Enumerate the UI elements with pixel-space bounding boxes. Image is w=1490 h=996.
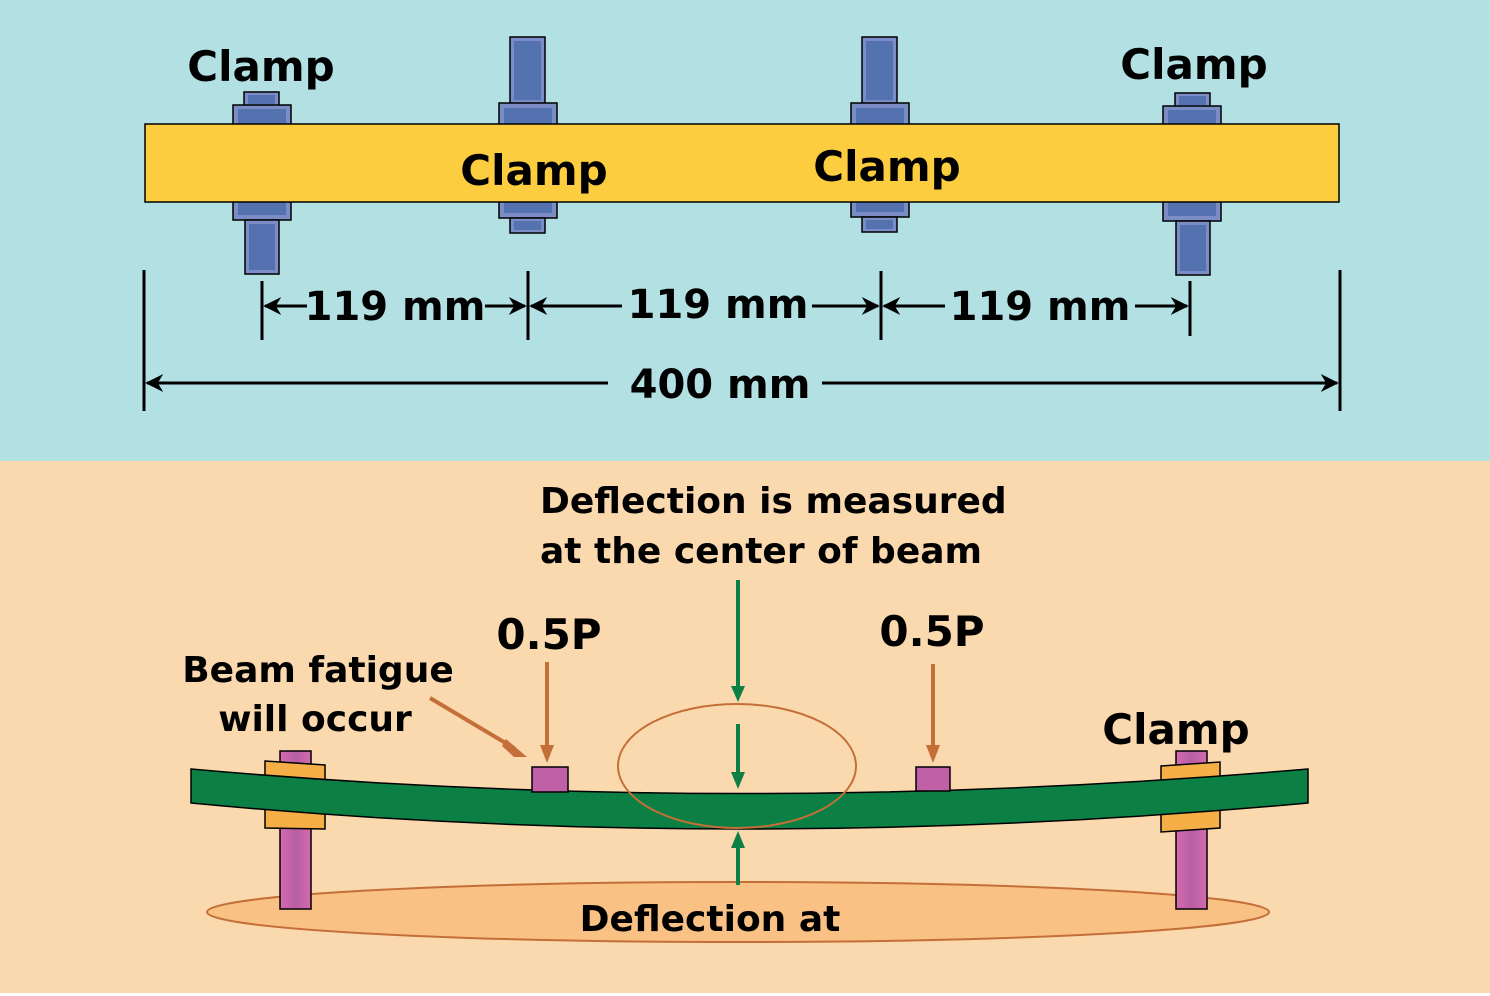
clamp-label-3: Clamp bbox=[813, 142, 960, 191]
load-arrow-left bbox=[540, 662, 554, 763]
clamp-label-4: Clamp bbox=[1120, 40, 1267, 89]
top-clamp-4 bbox=[1162, 92, 1222, 276]
base-label: Deflection at bbox=[580, 899, 841, 940]
span-2-label: 119 mm bbox=[628, 282, 809, 328]
load-block-right bbox=[915, 766, 951, 792]
span-3-label: 119 mm bbox=[950, 284, 1131, 330]
load-label-right: 0.5P bbox=[879, 607, 984, 656]
bottom-clamp-label: Clamp bbox=[1102, 705, 1249, 754]
base-ellipse bbox=[207, 882, 1269, 942]
clamp-label-2: Clamp bbox=[460, 146, 607, 195]
clamp-label-1: Clamp bbox=[187, 42, 334, 91]
dimension-lines bbox=[142, 270, 1342, 411]
top-clamp-2 bbox=[498, 36, 558, 234]
fatigue-note-line-1: Beam fatigue bbox=[182, 650, 454, 691]
deflection-arrow-up bbox=[731, 831, 745, 885]
top-clamp-1 bbox=[232, 91, 292, 275]
load-block-left bbox=[531, 766, 569, 793]
deflection-arrow-down bbox=[731, 724, 745, 789]
top-beam bbox=[144, 123, 1340, 203]
top-clamp-3 bbox=[850, 36, 910, 233]
fatigue-note-line-2: will occur bbox=[218, 699, 412, 740]
measurement-arrow-top bbox=[731, 580, 745, 702]
deflection-zone-ellipse bbox=[617, 703, 857, 829]
load-arrow-right bbox=[926, 664, 940, 763]
measurement-note-line-1: Deflection is measured bbox=[540, 481, 1007, 522]
span-1-label: 119 mm bbox=[305, 284, 486, 330]
load-label-left: 0.5P bbox=[496, 610, 601, 659]
fatigue-pointer-arrow bbox=[428, 696, 527, 757]
total-length-label: 400 mm bbox=[630, 362, 811, 408]
measurement-note-line-2: at the center of beam bbox=[540, 531, 982, 572]
